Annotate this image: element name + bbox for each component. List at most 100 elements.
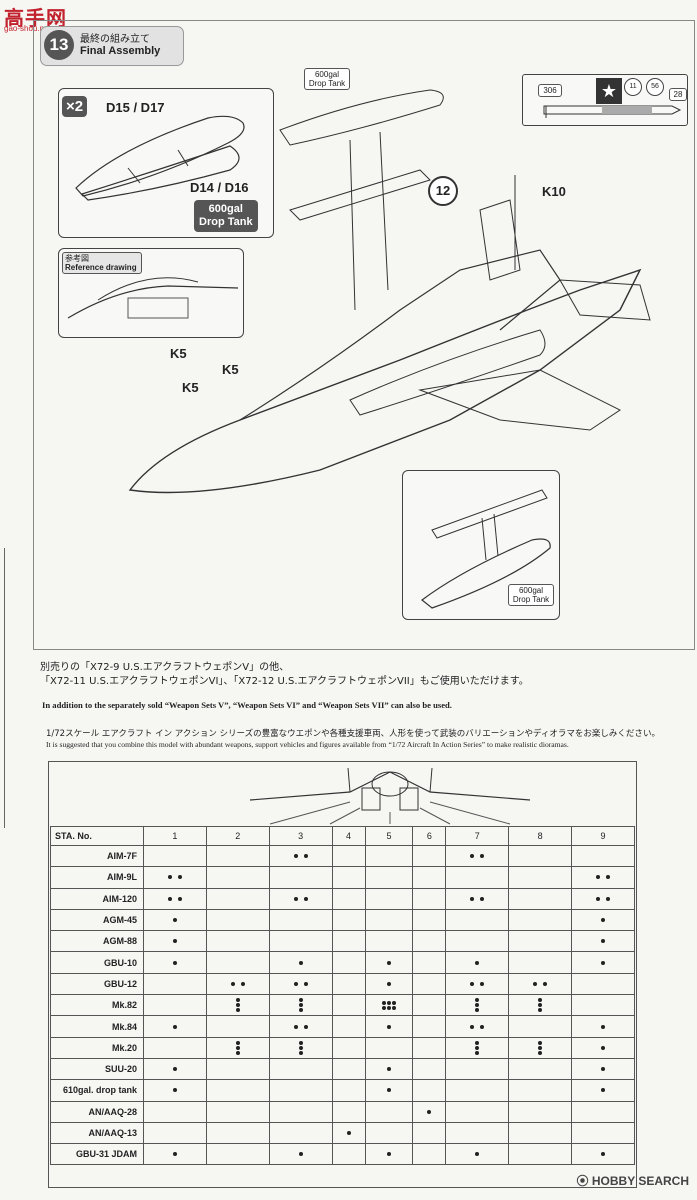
station-cell bbox=[445, 866, 510, 889]
station-cell bbox=[508, 1079, 573, 1102]
loadout-dot-icon bbox=[240, 981, 245, 986]
part-label-k5-b: K5 bbox=[182, 380, 199, 395]
loadout-dot-icon bbox=[601, 1067, 606, 1072]
table-row: Mk.84 bbox=[50, 1015, 635, 1038]
weapon-name: AIM-120 bbox=[50, 887, 144, 910]
loadout-dot-icon bbox=[470, 854, 475, 859]
station-cell bbox=[143, 866, 207, 889]
station-cell bbox=[508, 1143, 573, 1166]
left-edge-line bbox=[0, 548, 5, 828]
loadout-dot-icon bbox=[386, 1152, 391, 1157]
station-cell bbox=[445, 1143, 510, 1166]
station-cell bbox=[508, 844, 573, 868]
weapon-name: AIM-9L bbox=[50, 866, 144, 889]
aircraft-assembly-drawing bbox=[128, 89, 651, 494]
station-cell bbox=[205, 1057, 270, 1081]
station-cell bbox=[571, 866, 635, 889]
loadout-dot-icon bbox=[475, 998, 480, 1003]
loadout-dot-icon bbox=[470, 896, 475, 901]
station-cell bbox=[571, 908, 635, 932]
loadout-dot-icon bbox=[381, 1001, 386, 1006]
station-cell bbox=[205, 1015, 270, 1038]
station-cell bbox=[571, 1121, 635, 1145]
loadout-dot-icon bbox=[167, 896, 172, 901]
station-cell bbox=[331, 1057, 366, 1081]
loadout-dot-column bbox=[475, 1040, 480, 1055]
station-cell bbox=[205, 866, 270, 889]
station-cell bbox=[364, 972, 414, 996]
station-4: 4 bbox=[331, 826, 366, 846]
station-cell bbox=[445, 887, 510, 910]
station-cell bbox=[268, 866, 333, 889]
station-cell bbox=[508, 930, 573, 953]
loadout-dot-column bbox=[386, 1001, 391, 1011]
station-cell bbox=[445, 994, 510, 1017]
station-cell bbox=[331, 844, 366, 868]
station-header-row: STA. No. 1 2 3 4 5 6 7 8 9 bbox=[50, 826, 635, 846]
station-cell bbox=[508, 1015, 573, 1038]
reference-label-jp: 参考図 bbox=[65, 254, 89, 263]
loadout-dot-icon bbox=[475, 960, 480, 965]
loadout-dot-icon bbox=[303, 854, 308, 859]
drop-tank-callout-bottom-text: 600gal Drop Tank bbox=[512, 586, 550, 604]
table-row: SUU-20 bbox=[50, 1057, 635, 1081]
station-cell bbox=[205, 1121, 270, 1145]
weapon-name: AN/AAQ-28 bbox=[50, 1100, 144, 1123]
station-cell bbox=[412, 908, 447, 932]
station-cell bbox=[143, 1121, 207, 1145]
note-jp-line2: 「X72-11 U.S.エアクラフトウェポンVI」、「X72-12 U.S.エア… bbox=[40, 676, 529, 687]
station-cell bbox=[268, 1121, 333, 1145]
loadout-dot-column bbox=[298, 1040, 303, 1055]
star-insignia-icon: ★ bbox=[596, 78, 622, 104]
station-cell bbox=[571, 1057, 635, 1081]
step-reference-12: 12 bbox=[428, 176, 458, 206]
station-cell bbox=[331, 994, 366, 1017]
table-row: GBU-12 bbox=[50, 972, 635, 996]
table-row: AN/AAQ-28 bbox=[50, 1100, 635, 1123]
loadout-dot-icon bbox=[172, 918, 177, 923]
station-cell bbox=[412, 844, 447, 868]
station-cell bbox=[331, 951, 366, 974]
station-cell bbox=[571, 1143, 635, 1166]
station-cell bbox=[508, 1121, 573, 1145]
station-cell bbox=[508, 866, 573, 889]
station-cell bbox=[143, 844, 207, 868]
decal-306: 306 bbox=[538, 84, 562, 97]
station-cell bbox=[331, 972, 366, 996]
weapon-name: 610gal. drop tank bbox=[50, 1079, 144, 1102]
station-cell bbox=[364, 1015, 414, 1038]
weapon-name: Mk.84 bbox=[50, 1015, 144, 1038]
station-cell bbox=[331, 908, 366, 932]
station-cell bbox=[331, 866, 366, 889]
loadout-dot-icon bbox=[601, 939, 606, 944]
station-cell bbox=[571, 887, 635, 910]
station-cell bbox=[331, 930, 366, 953]
bottom-tank-drawing bbox=[421, 489, 551, 609]
loadout-dot-icon bbox=[606, 875, 611, 880]
station-cell bbox=[412, 951, 447, 974]
station-cell bbox=[205, 1036, 270, 1059]
loadout-dot-icon bbox=[386, 981, 391, 986]
loadout-dot-icon bbox=[391, 1001, 396, 1006]
station-cell bbox=[268, 1057, 333, 1081]
loadout-dot-icon bbox=[606, 896, 611, 901]
station-3: 3 bbox=[268, 826, 333, 846]
station-cell bbox=[508, 972, 573, 996]
weapon-name: Mk.82 bbox=[50, 994, 144, 1017]
loadout-dot-icon bbox=[177, 875, 182, 880]
station-cell bbox=[331, 887, 366, 910]
station-cell bbox=[331, 1036, 366, 1059]
station-cell bbox=[268, 994, 333, 1017]
station-cell bbox=[412, 1036, 447, 1059]
station-cell bbox=[445, 1015, 510, 1038]
loadout-dot-icon bbox=[298, 1003, 303, 1008]
loadout-dot-icon bbox=[601, 918, 606, 923]
loadout-dot-icon bbox=[298, 1045, 303, 1050]
loadout-dot-icon bbox=[303, 1024, 308, 1029]
decal-28: 28 bbox=[669, 88, 687, 101]
site-logo-sub: gao-shou.net bbox=[4, 24, 51, 33]
loadout-dot-column bbox=[381, 1001, 386, 1011]
station-cell bbox=[571, 994, 635, 1017]
loadout-dot-icon bbox=[298, 1152, 303, 1157]
